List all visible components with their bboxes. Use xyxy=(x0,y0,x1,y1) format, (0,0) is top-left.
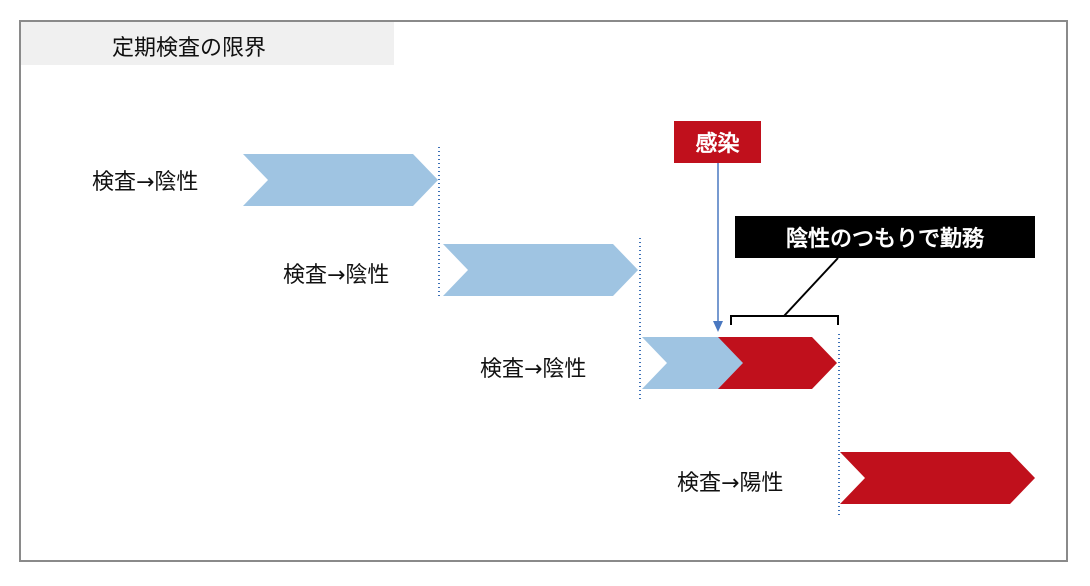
working-box xyxy=(735,216,1035,258)
row-label-2: 検査→陰性 xyxy=(283,263,390,288)
row-label-1: 検査→陰性 xyxy=(92,170,199,195)
infection-box xyxy=(674,121,761,163)
negative-period-arrow-3 xyxy=(642,337,745,389)
working-callout-line xyxy=(783,257,839,317)
diagram-frame xyxy=(19,20,1068,562)
row-label-3: 検査→陰性 xyxy=(480,357,587,382)
title-bar xyxy=(21,22,394,65)
infection-label: 感染 xyxy=(695,132,740,157)
infection-pointer-arrowhead xyxy=(713,321,723,332)
infected-period-arrow xyxy=(718,337,837,389)
positive-period-arrow xyxy=(840,452,1035,504)
diagram-title: 定期検査の限界 xyxy=(112,36,267,61)
working-label: 陰性のつもりで勤務 xyxy=(785,227,984,252)
row-label-4: 検査→陽性 xyxy=(677,471,784,496)
negative-period-arrow-1 xyxy=(243,154,438,206)
negative-period-arrow-2 xyxy=(443,244,638,296)
working-period-bracket xyxy=(730,315,839,325)
